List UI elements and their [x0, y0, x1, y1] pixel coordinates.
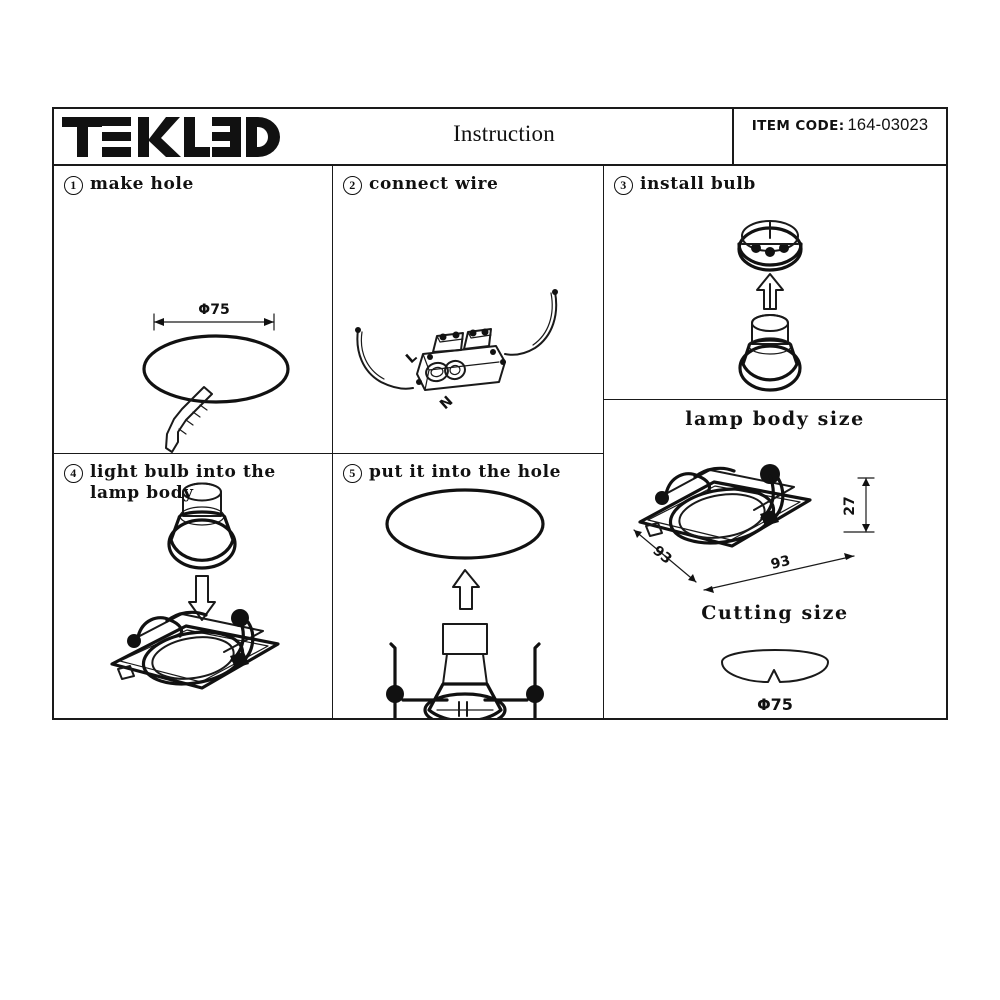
step-2-label: connect wire: [369, 174, 499, 194]
step-5-label: put it into the hole: [369, 462, 562, 482]
step-1-header: 1 make hole: [64, 174, 194, 195]
item-code-label: ITEM CODE:: [751, 118, 845, 134]
step-3-label: install bulb: [640, 174, 756, 194]
step-3-header: 3 install bulb: [614, 174, 756, 195]
step-panel-1: 1 make hole Φ75: [54, 166, 333, 454]
tekled-logo: [62, 113, 280, 161]
step-2-number: 2: [343, 176, 362, 195]
step-panel-2: 2 connect wire: [333, 166, 604, 454]
wire-label-live: L: [403, 349, 420, 367]
step-5-number: 5: [343, 464, 362, 483]
item-code-box: ITEM CODE:164-03023: [732, 109, 946, 166]
step-4-header: 4 light bulb into the lamp body: [64, 462, 276, 505]
step-2-illustration: L N: [355, 289, 558, 413]
step-5-illustration: [385, 488, 545, 718]
step-panel-5: 5 put it into the hole: [333, 454, 604, 718]
step-1-number: 1: [64, 176, 83, 195]
lamp-body-height-dimension: 27: [842, 496, 858, 515]
step-3-illustration: [737, 220, 803, 392]
wire-label-neutral: N: [437, 393, 456, 413]
step-4-number: 4: [64, 464, 83, 483]
specs-panel: lamp body size: [604, 400, 946, 718]
page-title: Instruction: [453, 121, 555, 146]
step-2-header: 2 connect wire: [343, 174, 498, 195]
lamp-body-size-drawing: 93 93 27: [633, 464, 875, 593]
step-panel-4: 4 light bulb into the lamp body: [54, 454, 333, 718]
step-3-number: 3: [614, 176, 633, 195]
sheet-header: Instruction ITEM CODE:164-03023: [54, 109, 946, 166]
steps-grid: 1 make hole Φ75: [54, 166, 946, 718]
cutting-size-drawing: Φ75: [721, 649, 829, 714]
step-panel-3: 3 install bulb: [604, 166, 946, 400]
step-4-label: light bulb into the lamp body: [90, 462, 276, 504]
step-5-header: 5 put it into the hole: [343, 462, 561, 483]
item-code-value: 164-03023: [847, 116, 929, 134]
step-4-illustration: [110, 482, 280, 690]
lamp-body-size-title: lamp body size: [685, 408, 865, 430]
step-1-illustration: Φ75: [142, 302, 290, 453]
step-1-label: make hole: [90, 174, 194, 194]
cutting-size-title: Cutting size: [701, 602, 849, 624]
cutting-size-dimension: Φ75: [757, 695, 793, 714]
step-1-dimension: Φ75: [198, 302, 229, 318]
instruction-frame: Instruction ITEM CODE:164-03023 1 make h…: [52, 107, 948, 720]
lamp-body-width-dimension: 93: [769, 553, 792, 573]
